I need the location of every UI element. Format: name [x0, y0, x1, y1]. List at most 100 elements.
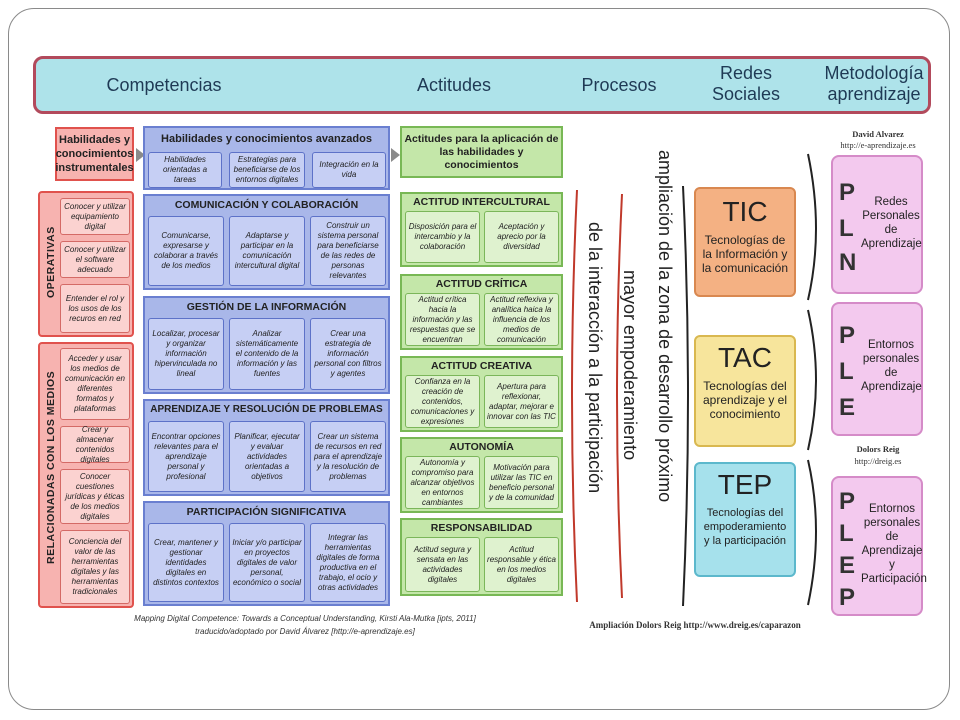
source-translation: traducido/adoptado por David Álvarez [ht… — [195, 627, 415, 636]
ple-box: P L E Entornos personales de Aprendizaje — [831, 302, 923, 436]
header-bar: Competencias Actitudes Procesos Redes So… — [33, 56, 931, 114]
tic-desc: Tecnologías de la Información y la comun… — [701, 233, 789, 275]
plep-text: Entornos personales de Aprendizaje y Par… — [861, 503, 927, 585]
actitud-critica: ACTITUD CRÍTICA Actitud crítica hacia la… — [400, 274, 563, 350]
section-title: APRENDIZAJE Y RESOLUCIÓN DE PROBLEMAS — [150, 404, 383, 415]
section-aprendizaje: APRENDIZAJE Y RESOLUCIÓN DE PROBLEMAS En… — [143, 399, 390, 496]
header-actitudes: Actitudes — [416, 75, 492, 95]
arrow-right-icon — [391, 148, 400, 162]
section-cell: Actitud responsable y ética en los medio… — [484, 537, 559, 592]
section-title: ACTITUD CREATIVA — [430, 360, 533, 372]
tep-box: TEP Tecnologías del empoderamiento y la … — [694, 462, 796, 577]
plep-letter: P — [839, 584, 856, 611]
tic-title: TIC — [722, 196, 768, 227]
avanzados-top-1: Habilidades orientadas a tareas — [148, 152, 222, 188]
section-cell: Apertura para reflexionar, adaptar, mejo… — [484, 375, 559, 428]
avanzados-title: Habilidades y conocimientos avanzados — [161, 133, 372, 145]
plep-box: P L E P Entornos personales de Aprendiza… — [831, 476, 927, 616]
ple-letter: P — [839, 322, 856, 349]
arrow-right-icon — [136, 148, 145, 162]
ple-letter: L — [839, 358, 854, 385]
source-reference: Mapping Digital Competence: Towards a Co… — [134, 614, 476, 623]
section-cell: Localizar, procesar y organizar informac… — [148, 318, 224, 390]
section-cell: Crear, mantener y gestionar identidades … — [148, 523, 224, 602]
medios-item-3: Conocer cuestiones jurídicas y éticas de… — [60, 469, 130, 524]
section-title: PARTICIPACIÓN SIGNIFICATIVA — [186, 506, 347, 518]
ple-text: Entornos personales de Aprendizaje — [861, 339, 922, 393]
ple-letter: E — [839, 394, 856, 421]
actitudes-title: Actitudes para la aplicación de las habi… — [400, 126, 563, 178]
section-title: GESTIÓN DE LA INFORMACIÓN — [186, 301, 347, 313]
avanzados-header: Habilidades y conocimientos avanzados Ha… — [143, 126, 390, 190]
section-title: AUTONOMÍA — [449, 441, 514, 453]
section-cell: Construir un sistema personal para benef… — [310, 216, 386, 286]
instrumental-title: Habilidades y conocimientos instrumental… — [55, 127, 134, 181]
tic-box: TIC Tecnologías de la Información y la c… — [694, 187, 796, 297]
proceso-zona-desarrollo: ampliación de la zona de desarrollo próx… — [655, 150, 675, 503]
medios-label: RELACIONADAS CON LOS MEDIOS — [45, 370, 57, 564]
section-cell: Crear un sistema de recursos en red para… — [310, 421, 386, 492]
section-title: COMUNICACIÓN Y COLABORACIÓN — [174, 199, 359, 211]
bracket-curve — [616, 193, 623, 599]
section-cell: Crear una estrategia de información pers… — [310, 318, 386, 390]
header-procesos: Procesos — [581, 75, 657, 95]
medios-item-4: Conciencia del valor de las herramientas… — [60, 530, 130, 604]
section-title: ACTITUD CRÍTICA — [435, 278, 528, 290]
avanzados-top-2: Estrategias para beneficiarse de los ent… — [229, 152, 305, 188]
section-cell: Motivación para utilizar las TIC en bene… — [484, 456, 559, 509]
credit-2-name: Dolors Reig — [856, 444, 900, 454]
credit-1-url: http://e-aprendizaje.es — [840, 140, 916, 150]
plep-letter: P — [839, 488, 856, 515]
pln-text: Redes Personales de Aprendizaje — [861, 196, 922, 250]
operativas-item-3: Entender el rol y los usos de los recuro… — [60, 284, 130, 333]
operativas-label: OPERATIVAS — [45, 226, 57, 298]
actitud-intercultural: ACTITUD INTERCULTURAL Disposición para e… — [400, 192, 563, 267]
tac-desc: Tecnologías del aprendizaje y el conocim… — [702, 379, 788, 421]
section-title: RESPONSABILIDAD — [430, 522, 533, 534]
bracket-curve — [571, 189, 578, 603]
bracket-curve — [807, 153, 817, 301]
tep-desc: Tecnologías del empoderamiento y la part… — [703, 507, 787, 547]
tep-title: TEP — [717, 469, 773, 500]
proceso-empoderamiento: mayor empoderamiento — [620, 270, 640, 461]
operativas-item-2: Conocer y utilizar el software adecuado — [60, 241, 130, 278]
slide-frame — [8, 8, 950, 710]
bracket-curve — [807, 459, 817, 606]
plep-letter: E — [839, 552, 856, 579]
actitud-responsabilidad: RESPONSABILIDAD Actitud segura y sensata… — [400, 518, 563, 596]
pln-letter: N — [839, 249, 857, 276]
procesos-brackets — [571, 186, 689, 606]
section-cell: Integrar las herramientas digitales de f… — [310, 523, 386, 602]
tac-box: TAC Tecnologías del aprendizaje y el con… — [694, 335, 796, 447]
section-cell: Autonomía y compromiso para alcanzar obj… — [405, 456, 480, 509]
bracket-curve — [682, 186, 689, 606]
section-cell: Comunicarse, expresarse y colaborar a tr… — [148, 216, 224, 286]
plep-letter: L — [839, 520, 854, 547]
section-title: ACTITUD INTERCULTURAL — [413, 196, 550, 208]
section-cell: Aceptación y aprecio por la diversidad — [484, 211, 559, 263]
section-cell: Actitud segura y sensata en las activida… — [405, 537, 480, 592]
section-cell: Adaptarse y participar en la comunicació… — [229, 216, 305, 286]
header-competencias: Competencias — [106, 75, 222, 95]
ampliacion-credit: Ampliación Dolors Reig http://www.dreig.… — [589, 620, 801, 630]
operativas-panel: OPERATIVAS Conocer y utilizar equipamien… — [38, 191, 134, 337]
section-participacion: PARTICIPACIÓN SIGNIFICATIVA Crear, mante… — [143, 501, 390, 606]
pln-box: P L N Redes Personales de Aprendizaje — [831, 155, 923, 294]
pln-letter: L — [839, 215, 854, 242]
proceso-participacion: de la interacción a la participación — [585, 222, 605, 494]
actitud-creativa: ACTITUD CREATIVA Confianza en la creació… — [400, 356, 563, 432]
section-gestion: GESTIÓN DE LA INFORMACIÓN Localizar, pro… — [143, 296, 390, 394]
section-cell: Disposición para el intercambio y la col… — [405, 211, 480, 263]
credit-1-name: David Alvarez — [852, 129, 904, 139]
header-redes-sociales: Redes Sociales — [711, 63, 781, 104]
avanzados-top-3: Integración en la vida — [312, 152, 386, 188]
bracket-curve — [807, 309, 817, 451]
section-cell: Confianza en la creación de contenidos, … — [405, 375, 480, 428]
metodologia-brackets — [807, 153, 817, 606]
section-comunicacion: COMUNICACIÓN Y COLABORACIÓN Comunicarse,… — [143, 194, 390, 290]
section-cell: Planificar, ejecutar y evaluar actividad… — [229, 421, 305, 492]
section-cell: Iniciar y/o participar en proyectos digi… — [229, 523, 305, 602]
pln-letter: P — [839, 179, 856, 206]
section-cell: Actitud crítica hacia la información y l… — [405, 293, 480, 346]
tac-title: TAC — [718, 342, 772, 373]
